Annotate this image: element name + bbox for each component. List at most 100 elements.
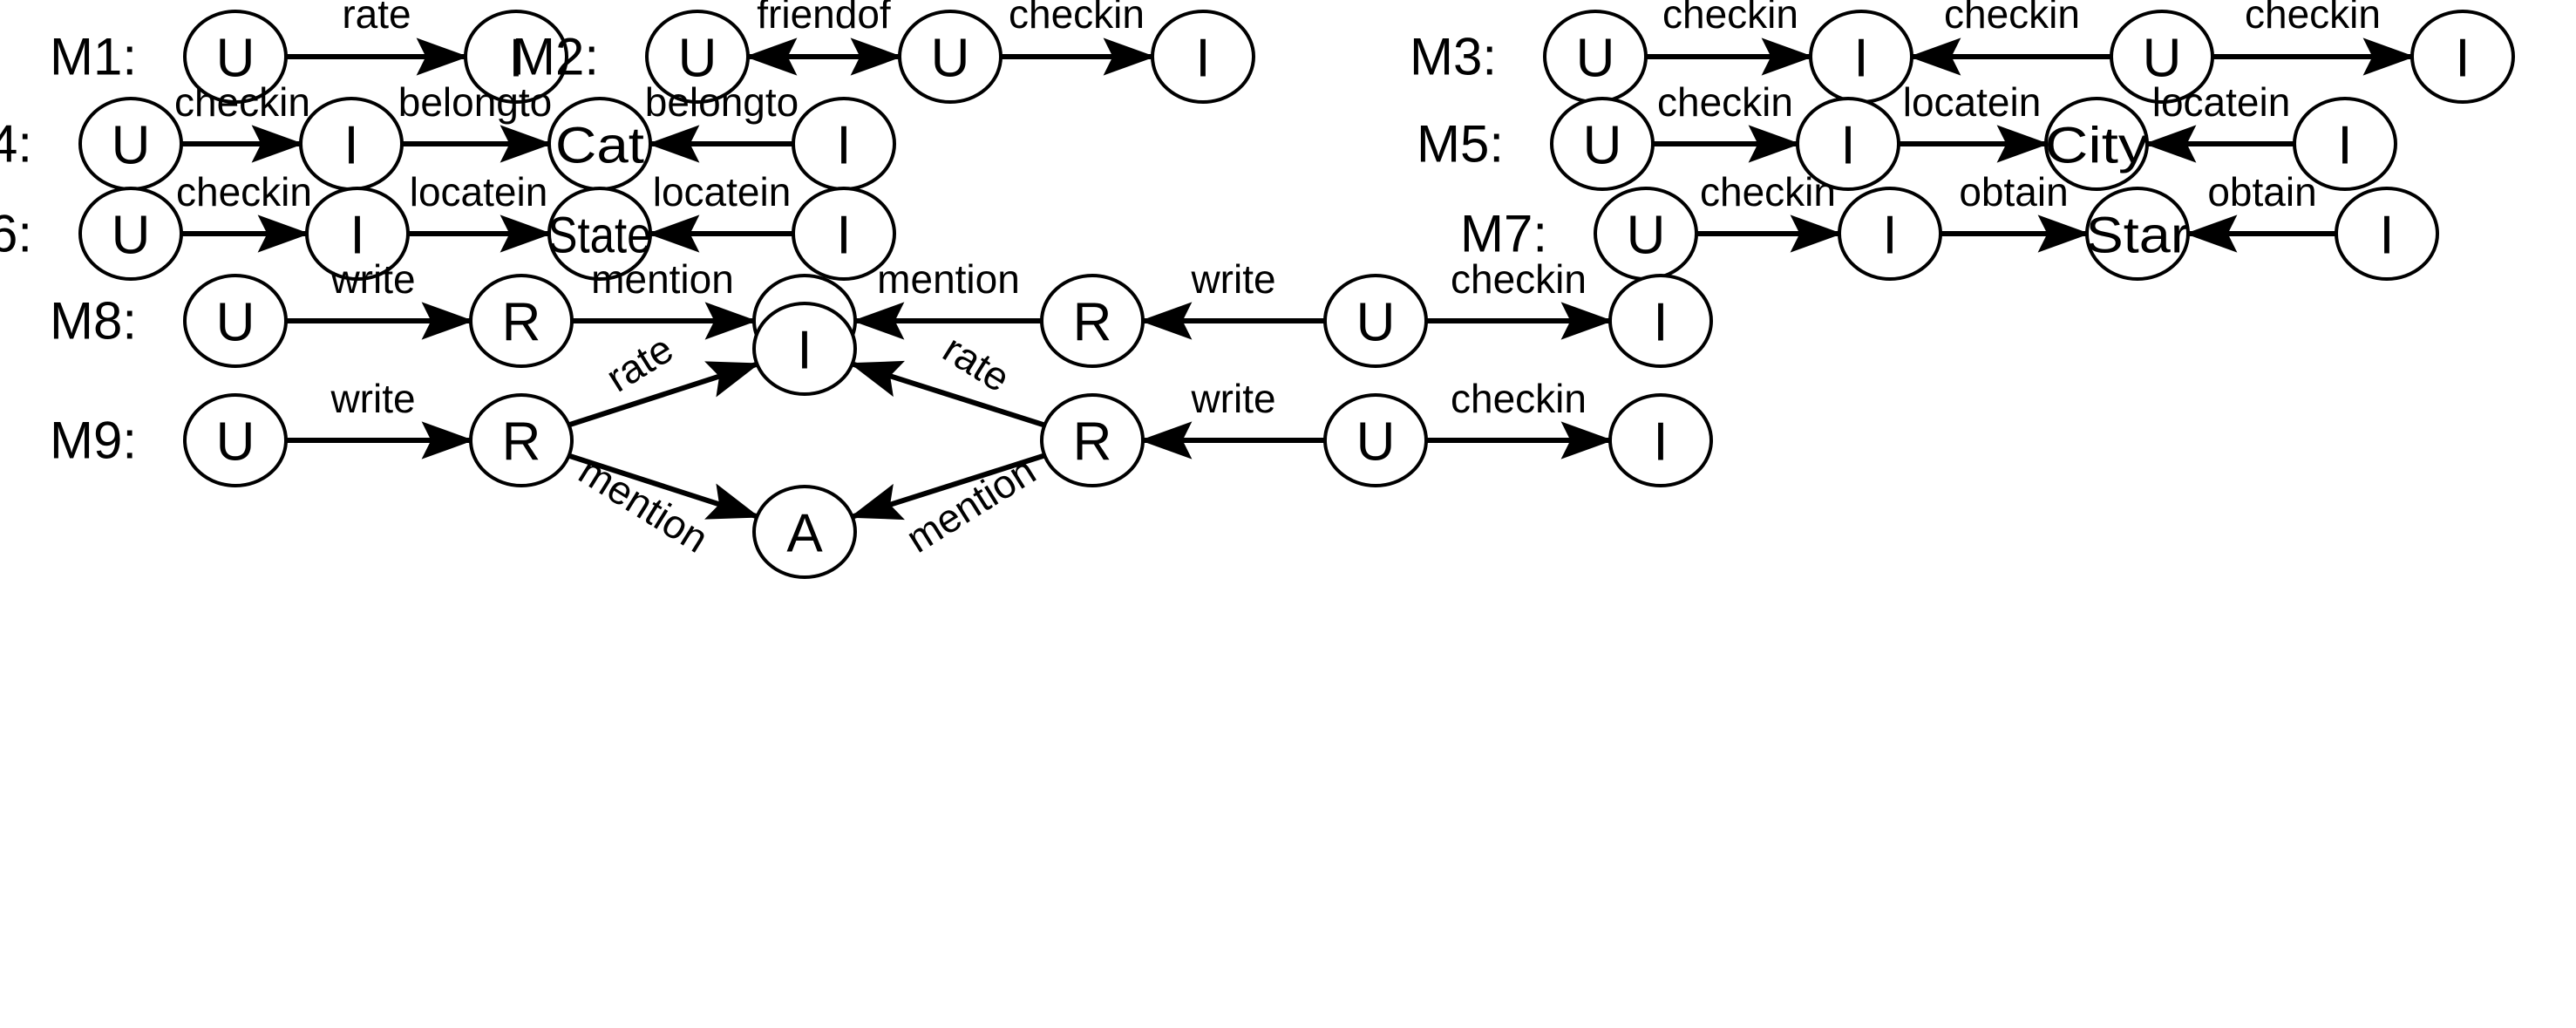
edge-m9-4 [849,453,1046,521]
node-m9-r[interactable]: R [469,393,574,487]
node-m1-u[interactable]: U [183,10,288,104]
node-label: I [508,29,523,89]
node-m9-a[interactable]: A [752,485,857,579]
node-m5-city[interactable]: City [2044,97,2149,191]
node-m7-u[interactable]: U [1594,187,1698,281]
node-m5-i[interactable]: I [1796,97,1900,191]
edge-label-m9-0: write [330,376,415,421]
node-m9-i[interactable]: I [1608,393,1713,487]
pattern-id-label-m6: M6: [0,205,32,263]
edge-label-m8-2: mention [877,256,1020,302]
node-ellipse [469,274,574,368]
edge-label-m7-2: obtain [2207,169,2316,214]
node-m8-r[interactable]: R [1040,274,1145,368]
node-ellipse [898,10,1003,104]
edge-m9-1 [568,361,760,428]
node-m7-star[interactable]: Star [2085,187,2190,281]
node-m6-u[interactable]: U [78,187,183,281]
node-m5-u[interactable]: U [1550,97,1655,191]
edge-label-m3-1: checkin [1944,0,2080,37]
node-label: I [1882,206,1897,266]
node-ellipse [2293,97,2397,191]
node-m7-i[interactable]: I [2335,187,2439,281]
edge-label-m6-2: locatein [653,169,792,214]
node-label: I [1653,293,1668,353]
node-label: I [1653,412,1668,473]
node-m9-u[interactable]: U [183,393,288,487]
node-label: U [2143,29,2182,89]
node-m8-i[interactable]: I [1608,274,1713,368]
node-m6-state[interactable]: State [547,187,652,281]
edge-label-m9-5: write [1190,376,1275,421]
node-ellipse [1838,187,1942,281]
node-ellipse [1796,97,1900,191]
node-ellipse [547,187,652,281]
node-ellipse [1608,274,1713,368]
node-ellipse [645,10,750,104]
node-m9-i[interactable]: I [752,302,857,396]
edge-label-m6-0: checkin [176,169,312,214]
node-m2-u[interactable]: U [645,10,750,104]
node-label: I [350,206,364,266]
node-label: I [836,116,851,176]
node-m8-u[interactable]: U [183,274,288,368]
node-label: U [678,29,717,89]
node-m8-u[interactable]: U [1323,274,1428,368]
node-m2-i[interactable]: I [1151,10,1255,104]
node-label: U [1356,412,1396,473]
node-m4-u[interactable]: U [78,97,183,191]
edge-label-m9-4: mention [898,447,1043,562]
node-label: R [1073,412,1112,473]
node-m2-u[interactable]: U [898,10,1003,104]
node-m6-i[interactable]: I [305,187,410,281]
node-label: R [502,293,541,353]
node-m8-r[interactable]: R [469,274,574,368]
node-label: I [2379,206,2394,266]
node-ellipse [1323,274,1428,368]
edge-label-m9-1: rate [598,325,681,400]
pattern-id-label-m4: M4: [0,115,32,174]
node-label: I [1853,29,1868,89]
node-label: Star [2086,208,2190,264]
node-m4-i[interactable]: I [792,97,896,191]
node-m4-cat[interactable]: Cat [547,97,652,191]
edge-m9-2 [568,453,760,520]
node-ellipse [1608,393,1713,487]
edge-label-m2-0: friendof [757,0,891,37]
node-m3-u[interactable]: U [2110,10,2214,104]
edge-label-m3-2: checkin [2245,0,2381,37]
node-label: State [548,208,652,264]
node-m3-u[interactable]: U [1543,10,1648,104]
node-label: U [1583,116,1622,176]
node-m3-i[interactable]: I [2410,10,2515,104]
node-ellipse [464,10,568,104]
node-m7-i[interactable]: I [1838,187,1942,281]
pattern-id-label-m1: M1: [50,28,137,86]
node-ellipse [1323,393,1428,487]
node-ellipse [78,187,183,281]
node-label: R [1073,293,1112,353]
node-m4-i[interactable]: I [299,97,404,191]
node-m9-r[interactable]: R [1040,393,1145,487]
pattern-id-label-m7: M7: [1460,205,1547,263]
edge-label-m2-1: checkin [1009,0,1145,37]
node-label: City [2045,118,2149,174]
node-label: R [502,412,541,473]
node-m1-i[interactable]: I [464,10,568,104]
edge-label-m4-0: checkin [174,79,310,125]
node-m3-i[interactable]: I [1809,10,1913,104]
node-m5-i[interactable]: I [2293,97,2397,191]
node-m6-i[interactable]: I [792,187,896,281]
node-m9-u[interactable]: U [1323,393,1428,487]
node-label: U [112,206,151,266]
node-ellipse [183,393,288,487]
node-label: A [786,504,823,564]
edge-label-m8-0: write [330,256,415,302]
